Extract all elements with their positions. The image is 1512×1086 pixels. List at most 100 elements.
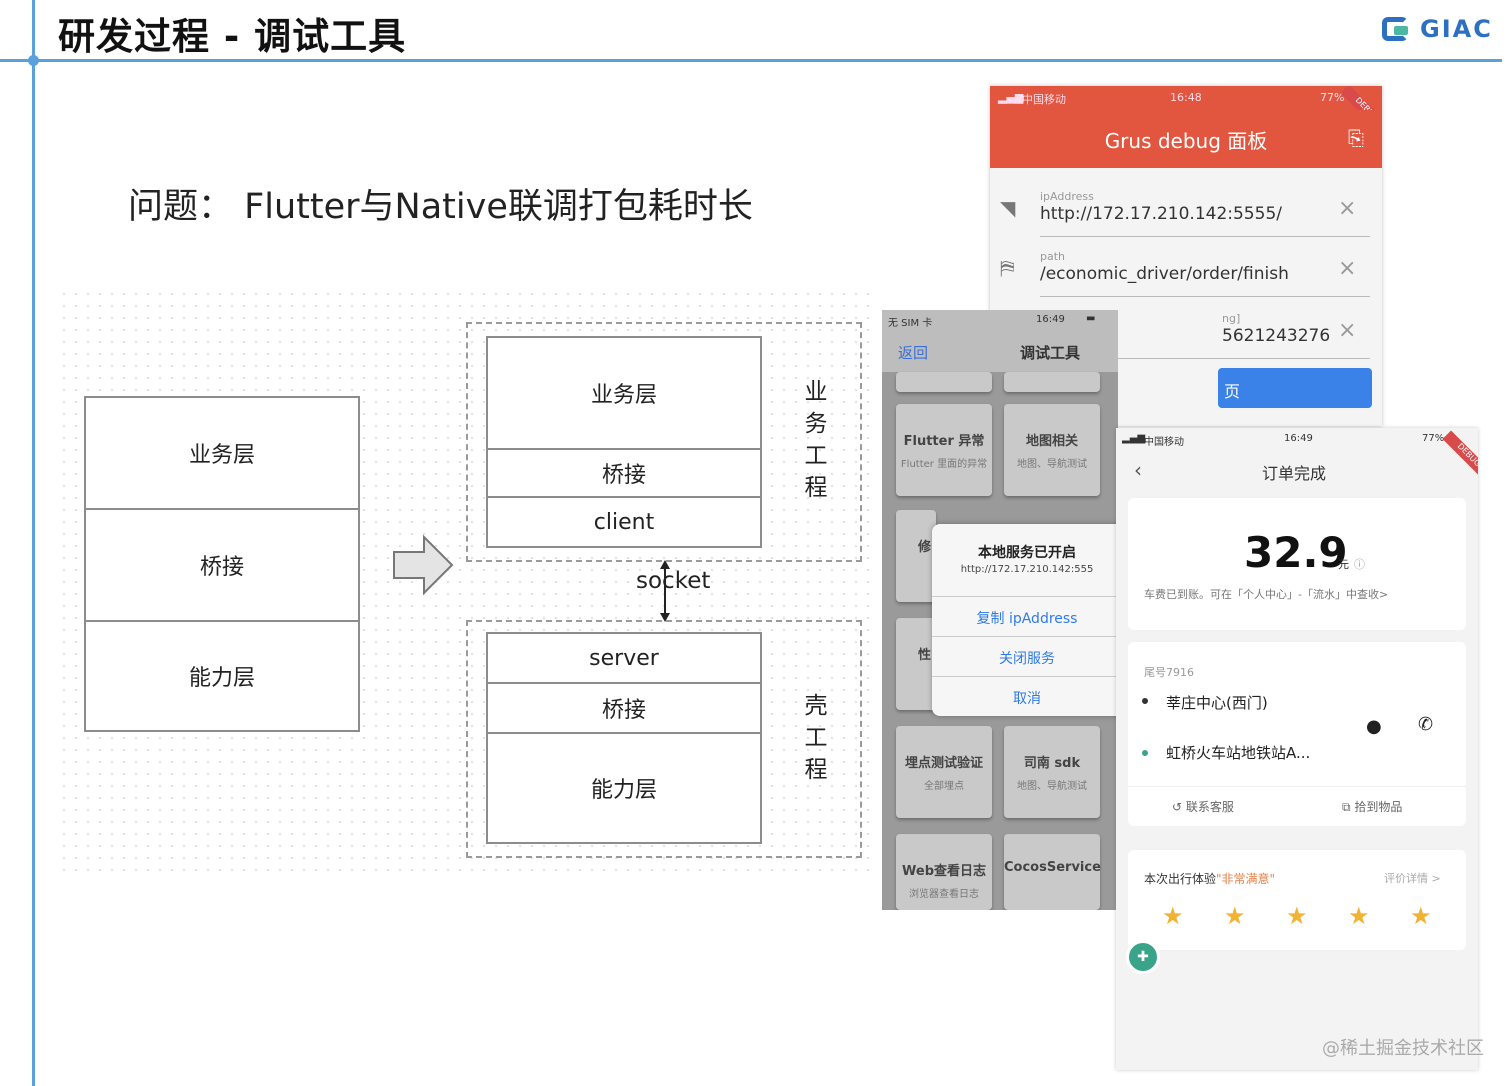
tool-tile-sinan-sdk[interactable]: 司南 sdk 地图、导航测试 (1004, 726, 1100, 818)
tail-number: 尾号7916 (1144, 666, 1194, 679)
status-time: 16:49 (1284, 433, 1313, 444)
star-icon[interactable]: ★ (1224, 902, 1246, 930)
tile-subtitle: 浏览器查看日志 (909, 889, 979, 900)
close-service-button[interactable]: 关闭服务 (999, 651, 1055, 667)
back-button[interactable]: 返回 (898, 344, 929, 362)
tool-tile-tracking[interactable]: 埋点测试验证 全部埋点 (896, 726, 992, 818)
shell-project-label: 壳工程 (804, 693, 828, 783)
tool-tile-cocos-service[interactable]: CocosService (1004, 834, 1101, 910)
header-rule (0, 59, 1502, 62)
star-icon[interactable]: ★ (1162, 902, 1184, 930)
rating-label: 本次出行体验"非常满意" (1144, 870, 1275, 887)
bag-icon: ⧉ (1342, 800, 1355, 814)
status-bar: ▂▄▆ 中国移动 16:48 77% (990, 86, 1382, 110)
tile-title: 修 (918, 540, 932, 555)
message-icon[interactable]: ● (1366, 716, 1382, 737)
tool-tile[interactable] (1004, 372, 1100, 392)
shell-bridge-layer: 桥接 (486, 682, 762, 734)
debug-panel-screenshot: ▂▄▆ 中国移动 16:48 77% DEBUG Grus debug 面板 ⎘… (990, 86, 1382, 426)
giac-logo-text: GIAC (1420, 15, 1493, 43)
copy-ip-button[interactable]: 复制 ipAddress (976, 611, 1078, 627)
open-page-button[interactable]: 页 (1218, 368, 1372, 408)
giac-logo-mark (1382, 14, 1416, 44)
field-label: ipAddress (1040, 190, 1094, 203)
wifi-icon: ◥ (1000, 196, 1016, 220)
rating-detail-link[interactable]: 评价详情 > (1384, 872, 1441, 885)
origin-address: 莘庄中心(西门) (1166, 694, 1268, 712)
watermark: @稀土掘金技术社区 (1322, 1038, 1484, 1059)
button-label: 页 (1224, 382, 1241, 401)
clear-icon[interactable]: × (1338, 256, 1357, 281)
trip-card: 尾号7916 莘庄中心(西门) 虹桥火车站地铁站A... ● ✆ ↺ 联系客服 … (1128, 642, 1466, 826)
destination-address: 虹桥火车站地铁站A... (1166, 744, 1311, 762)
debug-panel-title: Grus debug 面板 (1104, 128, 1268, 153)
field-value[interactable]: http://172.17.210.142:5555/ (1040, 204, 1282, 224)
field-underline (1040, 358, 1370, 359)
star-icon[interactable]: ★ (1348, 902, 1370, 930)
tile-subtitle: 全部埋点 (924, 781, 964, 792)
lost-label: 拾到物品 (1354, 800, 1403, 814)
business-layer: 业务层 (486, 336, 762, 450)
business-project-label: 业务工程 (804, 379, 828, 501)
socket-double-arrow (660, 560, 670, 622)
field-label: ng] (1222, 312, 1241, 325)
shell-project-frame (466, 620, 862, 858)
signal-icon: ▂▄▆ (1122, 433, 1146, 444)
left-bridge-layer: 桥接 (84, 508, 360, 622)
clear-icon[interactable]: × (1338, 318, 1357, 343)
clear-icon[interactable]: × (1338, 196, 1357, 221)
status-bar: ▂▄▆ 中国移动 16:49 77% (1116, 428, 1478, 450)
tool-tile-flutter-exception[interactable]: Flutter 异常 Flutter 里面的异常 (896, 404, 992, 496)
status-battery: 77% (1422, 433, 1445, 444)
order-complete-screenshot: ▂▄▆ 中国移动 16:49 77% DEBUG ‹ 订单完成 32.9 元 ⓘ… (1116, 428, 1478, 1070)
tile-title: Flutter 异常 (903, 434, 985, 449)
fare-unit: 元 (1338, 558, 1349, 571)
tile-title: 司南 sdk (1023, 756, 1081, 771)
safety-shield-icon[interactable]: ✚ (1126, 940, 1160, 974)
left-rule (32, 0, 35, 1086)
lost-item-button[interactable]: ⧉ 拾到物品 (1342, 798, 1402, 815)
socket-label: socket (636, 568, 711, 594)
status-carrier: 无 SIM 卡 (888, 318, 933, 329)
debug-panel-title-bar: Grus debug 面板 ⎘ (990, 110, 1382, 168)
contact-label: 联系客服 (1185, 800, 1234, 814)
slide-title: 研发过程 - 调试工具 (58, 15, 407, 58)
cancel-button[interactable]: 取消 (1013, 691, 1041, 707)
tool-tile-web-log[interactable]: Web查看日志 浏览器查看日志 (896, 834, 992, 910)
param-field[interactable]: ng] 5621243276 × (990, 304, 1382, 364)
contact-service-button[interactable]: ↺ 联系客服 (1172, 798, 1234, 815)
server-layer: server (486, 632, 762, 684)
right-arrow-icon (393, 534, 454, 596)
status-bar: 无 SIM 卡 16:49 ▬ (882, 310, 1118, 332)
tile-title: 埋点测试验证 (904, 756, 983, 771)
business-bridge-layer: 桥接 (486, 448, 762, 498)
tool-tile-map[interactable]: 地图相关 地图、导航测试 (1004, 404, 1100, 496)
tool-tile-partial[interactable]: 修 (896, 510, 936, 602)
business-project-frame (466, 322, 862, 562)
star-icon[interactable]: ★ (1410, 902, 1432, 930)
client-layer: client (486, 496, 762, 548)
local-service-dialog: 本地服务已开启 http://172.17.210.142:555 复制 ipA… (932, 524, 1122, 716)
tool-tile[interactable] (896, 372, 992, 392)
phone-icon[interactable]: ✆ (1418, 714, 1434, 735)
rating-card: 本次出行体验"非常满意" 评价详情 > ★ ★ ★ ★ ★ (1128, 850, 1466, 950)
info-icon[interactable]: ⓘ (1354, 558, 1365, 571)
field-label: path (1040, 250, 1066, 263)
page-title: 订单完成 (1262, 464, 1327, 483)
fare-note[interactable]: 车费已到账。可在「个人中心」-「流水」中查收> (1144, 588, 1389, 601)
fare-card: 32.9 元 ⓘ 车费已到账。可在「个人中心」-「流水」中查收> (1128, 498, 1466, 630)
field-value[interactable]: /economic_driver/order/finish (1040, 264, 1289, 284)
path-field[interactable]: ⛿ path /economic_driver/order/finish × (990, 242, 1382, 302)
left-business-layer: 业务层 (84, 396, 360, 510)
exit-icon[interactable]: ⎘ (1348, 126, 1364, 150)
ip-address-field[interactable]: ◥ ipAddress http://172.17.210.142:5555/ … (990, 182, 1382, 242)
back-chevron-icon[interactable]: ‹ (1134, 458, 1142, 482)
status-time: 16:49 (1036, 314, 1065, 325)
tile-title: Web查看日志 (902, 864, 986, 879)
field-value[interactable]: 5621243276 (1222, 326, 1331, 346)
route-icon: ⛿ (1000, 256, 1015, 280)
star-icon[interactable]: ★ (1286, 902, 1308, 930)
tool-tile-partial[interactable]: 性 (896, 618, 936, 710)
rule-dot (28, 55, 39, 66)
